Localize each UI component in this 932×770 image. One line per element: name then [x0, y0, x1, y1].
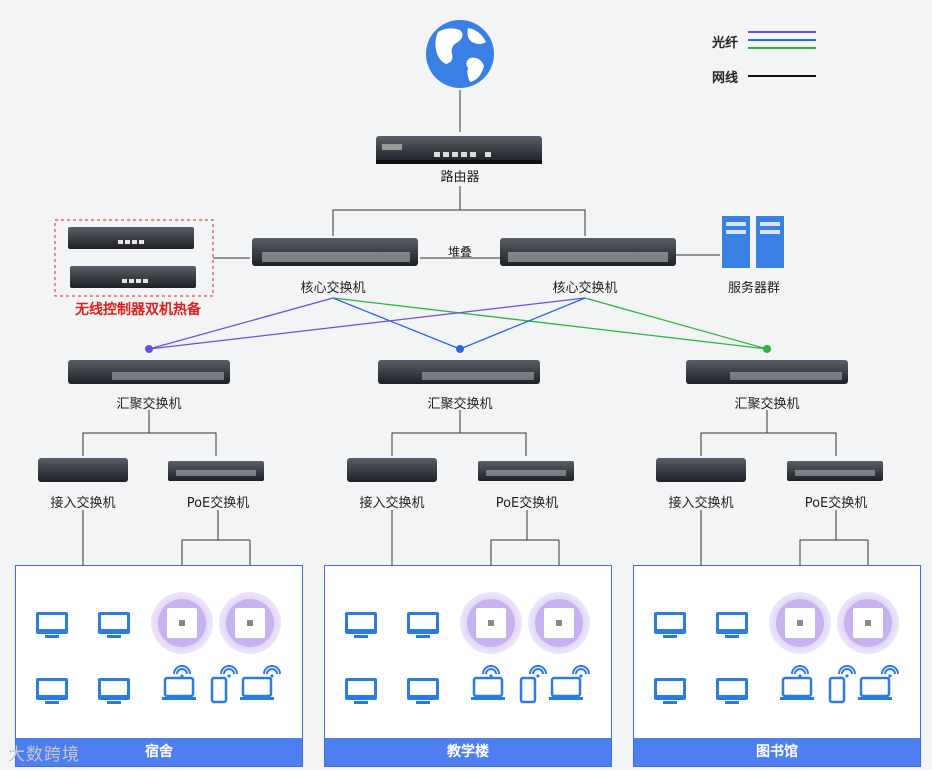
desktop-monitor-icon	[716, 612, 748, 638]
watermark: 大数跨境	[8, 745, 80, 765]
phone-icon	[210, 676, 228, 704]
desktop-monitor-icon	[98, 612, 130, 638]
access-label-2: 接入交换机	[359, 496, 425, 511]
laptop-icon	[471, 676, 505, 700]
desktop-monitor-icon	[36, 678, 68, 704]
aggregation-switch-1	[68, 360, 230, 384]
copper-links-core	[213, 90, 720, 259]
core-switch-left	[252, 238, 418, 266]
wifi-signal-icon	[482, 665, 500, 678]
wireless-controller-2	[70, 266, 196, 288]
desktop-monitor-icon	[98, 678, 130, 704]
access-label-1: 接入交换机	[50, 496, 116, 511]
router-device	[376, 136, 542, 164]
internet-globe-icon	[426, 20, 494, 88]
copper-links-access	[82, 410, 837, 456]
wifi-signal-icon	[881, 665, 899, 678]
laptop-icon	[780, 676, 814, 700]
desktop-monitor-icon	[407, 612, 439, 638]
wifi-signal-icon	[572, 665, 590, 678]
poe-label-1: PoE交换机	[186, 496, 250, 511]
area-dormitory: 宿舍	[15, 565, 303, 767]
stack-label: 堆叠	[447, 245, 473, 259]
access-point-icon	[460, 592, 522, 654]
laptop-icon	[162, 676, 196, 700]
wifi-signal-icon	[263, 665, 281, 678]
area-title: 图书馆	[634, 738, 920, 766]
access-point-icon	[769, 592, 831, 654]
poe-switch-1	[168, 461, 264, 481]
wifi-signal-icon	[529, 665, 547, 678]
poe-switch-3	[787, 461, 883, 481]
laptop-icon	[858, 676, 892, 700]
phone-icon	[519, 676, 537, 704]
laptop-icon	[549, 676, 583, 700]
access-label-3: 接入交换机	[668, 496, 734, 511]
wifi-signal-icon	[838, 665, 856, 678]
access-point-icon	[837, 592, 899, 654]
wifi-signal-icon	[220, 665, 238, 678]
desktop-monitor-icon	[345, 678, 377, 704]
phone-icon	[828, 676, 846, 704]
desktop-monitor-icon	[345, 612, 377, 638]
controller-group-frame	[54, 219, 214, 297]
aggregation-label-2: 汇聚交换机	[427, 397, 493, 412]
legend-copper-label: 网线	[712, 71, 739, 86]
wifi-signal-icon	[173, 665, 191, 678]
access-point-icon	[219, 592, 281, 654]
area-title: 教学楼	[325, 738, 611, 766]
aggregation-label-1: 汇聚交换机	[116, 397, 182, 412]
legend-lines	[748, 31, 816, 77]
desktop-monitor-icon	[36, 612, 68, 638]
access-point-icon	[528, 592, 590, 654]
wireless-controller-1	[68, 227, 194, 249]
router-label: 路由器	[440, 170, 480, 185]
access-switch-2	[347, 458, 437, 482]
wifi-signal-icon	[791, 665, 809, 678]
access-switch-1	[38, 458, 128, 482]
desktop-monitor-icon	[654, 612, 686, 638]
laptop-icon	[240, 676, 274, 700]
area-title: 宿舍	[16, 738, 302, 766]
poe-label-2: PoE交换机	[495, 496, 559, 511]
access-switch-3	[656, 458, 746, 482]
desktop-monitor-icon	[654, 678, 686, 704]
fiber-links	[145, 297, 771, 353]
core-switch-right-label: 核心交换机	[552, 281, 618, 296]
aggregation-switch-2	[378, 360, 540, 384]
aggregation-label-3: 汇聚交换机	[734, 397, 800, 412]
core-switch-left-label: 核心交换机	[300, 281, 366, 296]
poe-switch-2	[478, 461, 574, 481]
server-farm-label: 服务器群	[727, 281, 781, 296]
access-point-icon	[151, 592, 213, 654]
poe-label-3: PoE交换机	[804, 496, 868, 511]
controller-label: 无线控制器双机热备	[75, 302, 201, 318]
server-farm-icon	[722, 216, 784, 268]
core-switch-right	[500, 238, 676, 266]
desktop-monitor-icon	[407, 678, 439, 704]
aggregation-switch-3	[686, 360, 848, 384]
legend-fiber-label: 光纤	[712, 36, 739, 51]
desktop-monitor-icon	[716, 678, 748, 704]
